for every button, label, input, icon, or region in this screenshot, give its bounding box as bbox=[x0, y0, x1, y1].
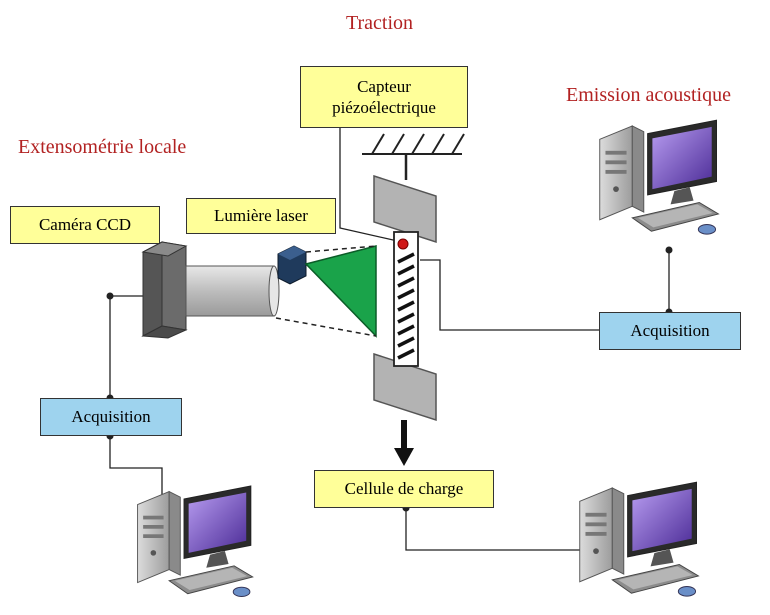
acquisition-right: Acquisition bbox=[599, 312, 741, 350]
label-camera-ccd: Caméra CCD bbox=[10, 206, 160, 244]
line-camera-acq-left bbox=[109, 295, 143, 398]
upper-grip bbox=[373, 174, 437, 244]
acquisition-left: Acquisition bbox=[40, 398, 182, 436]
camera-icon bbox=[141, 241, 280, 339]
capteur-line1: Capteur bbox=[357, 76, 411, 96]
computer-icon bbox=[579, 481, 699, 597]
computer-icon bbox=[599, 119, 719, 235]
arrow-down-icon bbox=[394, 420, 414, 466]
label-capteur-piezoelectrique: Capteur piézoélectrique bbox=[300, 66, 468, 128]
line-cellule-computer bbox=[405, 508, 582, 551]
computer-icon bbox=[137, 485, 254, 597]
lower-grip bbox=[373, 352, 437, 422]
laser-icon bbox=[275, 245, 377, 338]
label-cellule-de-charge: Cellule de charge bbox=[314, 470, 494, 508]
line-specimen-acq-right bbox=[420, 259, 599, 331]
title-emission-acoustique: Emission acoustique bbox=[566, 84, 731, 106]
label-lumiere-laser: Lumière laser bbox=[186, 198, 336, 234]
fixed-support bbox=[362, 133, 465, 180]
line-capteur-sensor bbox=[339, 110, 403, 243]
title-traction: Traction bbox=[346, 12, 414, 34]
line-acq-left-computer bbox=[109, 436, 163, 498]
sensor-dot-icon bbox=[397, 238, 409, 250]
capteur-line2: piézoélectrique bbox=[332, 98, 436, 117]
title-extensometrie-locale: Extensométrie locale bbox=[18, 136, 187, 158]
specimen bbox=[393, 231, 419, 367]
